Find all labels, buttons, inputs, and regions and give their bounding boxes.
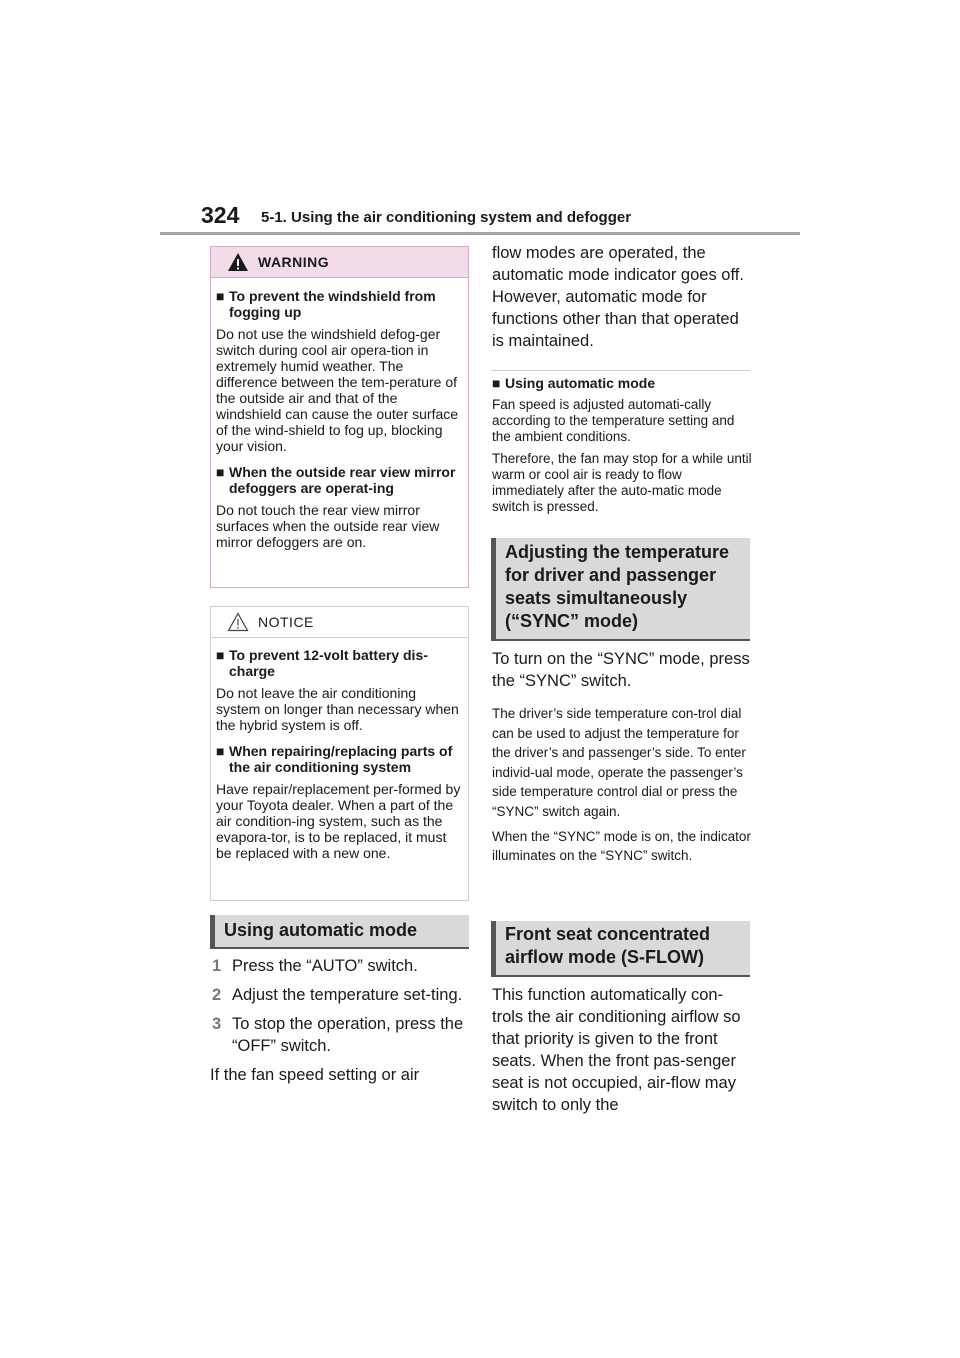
notice-text: Do not leave the air conditioning system…: [216, 685, 459, 733]
step-number: 1: [212, 957, 222, 975]
automatic-mode-subsection: ■ Using automatic mode Fan speed is adju…: [492, 375, 754, 515]
warning-subheading-text: When the outside rear view mirror defogg…: [229, 464, 456, 496]
header-rule: [160, 232, 800, 235]
step-item: 1 Press the “AUTO” switch.: [210, 955, 472, 977]
step-text: Press the “AUTO” switch.: [232, 957, 418, 975]
notice-subheading: ■ When repairing/replacing parts of the …: [216, 743, 464, 775]
notice-subheading-text: To prevent 12-volt battery dis-charge: [229, 647, 428, 679]
square-bullet-icon: ■: [492, 375, 501, 391]
step-item: 3 To stop the operation, press the “OFF”…: [210, 1013, 472, 1057]
notice-label: NOTICE: [258, 614, 314, 630]
notice-box: NOTICE ■ To prevent 12-volt battery dis-…: [210, 606, 469, 901]
warning-box: WARNING ■ To prevent the windshield from…: [210, 246, 469, 588]
step-number: 2: [212, 986, 222, 1004]
sflow-text: This function automatically con-trols th…: [492, 986, 741, 1114]
section-heading-automatic-mode: Using automatic mode: [210, 915, 469, 949]
step-text: To stop the operation, press the “OFF” s…: [232, 1015, 464, 1055]
square-bullet-icon: ■: [216, 464, 225, 480]
warning-subheading-text: To prevent the windshield from fogging u…: [229, 288, 436, 320]
subsection-heading: ■ Using automatic mode: [492, 375, 754, 391]
warning-body: ■ To prevent the windshield from fogging…: [211, 278, 468, 550]
notice-subheading-text: When repairing/replacing parts of the ai…: [229, 743, 453, 775]
caution-triangle-icon: [227, 612, 249, 632]
sync-detail-text: The driver’s side temperature con-trol d…: [492, 706, 746, 819]
section-heading-sflow-mode: Front seat concentrated airflow mode (S-…: [491, 921, 750, 977]
warning-text: Do not use the windshield defog-ger swit…: [216, 326, 459, 454]
body-paragraph: If the fan speed setting or air: [210, 1066, 420, 1084]
subsection-heading-text: Using automatic mode: [505, 375, 656, 391]
warning-header: WARNING: [211, 247, 468, 278]
warning-triangle-icon: [228, 253, 248, 271]
step-number: 3: [212, 1015, 222, 1033]
body-paragraph-continued: flow modes are operated, the automatic m…: [492, 244, 744, 350]
sync-mode-content: To turn on the “SYNC” mode, press the “S…: [492, 648, 754, 865]
warning-label: WARNING: [258, 254, 330, 270]
steps-list: 1 Press the “AUTO” switch. 2 Adjust the …: [210, 955, 472, 1086]
warning-text: Do not touch the rear view mirror surfac…: [216, 502, 440, 550]
step-item: 2 Adjust the temperature set-ting.: [210, 984, 472, 1006]
page-number: 324: [201, 202, 240, 228]
subsection-text: Fan speed is adjusted automati-cally acc…: [492, 397, 735, 444]
divider: [491, 370, 750, 371]
sync-indicator-text: When the “SYNC” mode is on, the indicato…: [492, 829, 751, 863]
section-heading-sync-mode: Adjusting the temperature for driver and…: [491, 538, 750, 641]
subsection-text: Therefore, the fan may stop for a while …: [492, 451, 752, 514]
square-bullet-icon: ■: [216, 647, 225, 663]
square-bullet-icon: ■: [216, 743, 225, 759]
sync-main-text: To turn on the “SYNC” mode, press the “S…: [492, 650, 750, 690]
chapter-title: 5-1. Using the air conditioning system a…: [261, 209, 632, 226]
warning-subheading: ■ When the outside rear view mirror defo…: [216, 464, 464, 496]
square-bullet-icon: ■: [216, 288, 225, 304]
notice-body: ■ To prevent 12-volt battery dis-charge …: [211, 638, 468, 861]
warning-subheading: ■ To prevent the windshield from fogging…: [216, 288, 464, 320]
notice-text: Have repair/replacement per-formed by yo…: [216, 781, 461, 861]
notice-header: NOTICE: [211, 607, 468, 638]
notice-subheading: ■ To prevent 12-volt battery dis-charge: [216, 647, 464, 679]
step-text: Adjust the temperature set-ting.: [232, 986, 463, 1004]
